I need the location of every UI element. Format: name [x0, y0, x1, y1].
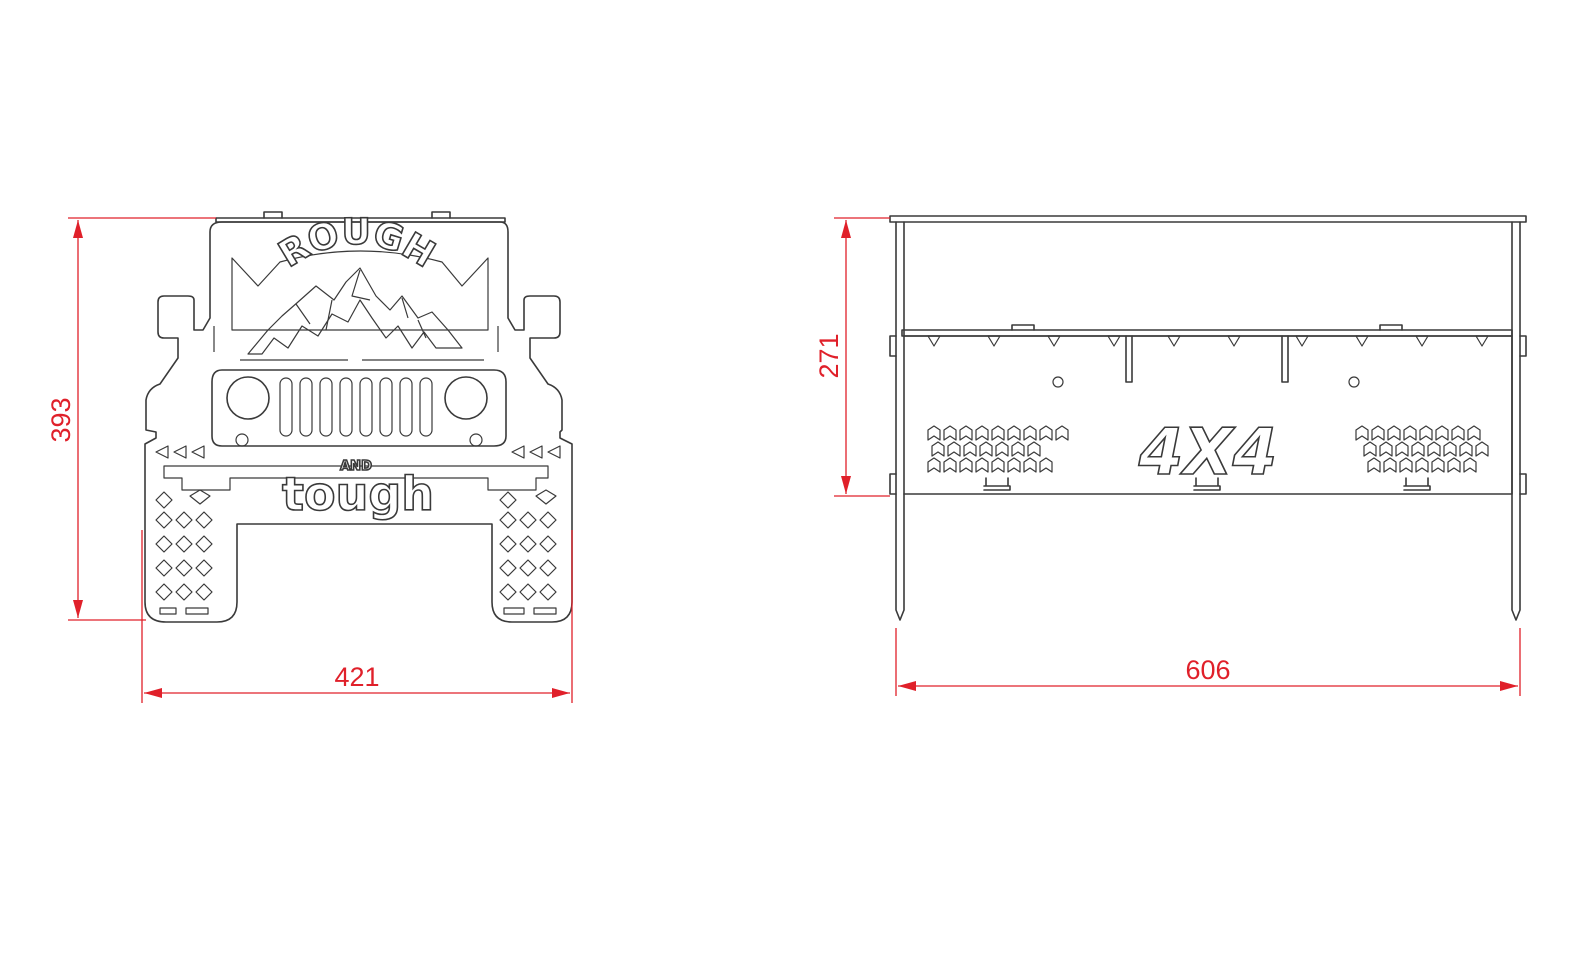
side-view: 4X4 — [889, 215, 1527, 621]
front-top-tabs — [263, 211, 451, 219]
tread-pattern-left — [927, 425, 1069, 473]
fog-light-left — [235, 433, 249, 447]
fire-box — [903, 335, 1513, 495]
front-height-label: 393 — [46, 397, 76, 442]
hole-right — [1348, 376, 1360, 388]
and-text: AND — [340, 459, 372, 474]
headlight-left — [226, 376, 270, 420]
headlight-right — [444, 376, 488, 420]
fog-light-right — [469, 433, 483, 447]
vent-triangles — [927, 335, 1489, 347]
side-width-label: 606 — [1185, 655, 1230, 685]
side-view-dimensions: 271 606 — [814, 217, 1521, 696]
side-height-label: 271 — [814, 333, 844, 378]
mountain-detail — [295, 269, 427, 339]
grille-frame — [211, 369, 507, 447]
leg-right — [1511, 221, 1521, 621]
4x4-emblem-text: 4X4 — [1138, 416, 1277, 490]
bottom-clips — [983, 477, 1431, 491]
front-view: ROUGH AND tough — [144, 211, 573, 623]
side-top-plate — [889, 215, 1527, 223]
fender-flare-left — [213, 326, 499, 352]
hole-left — [1052, 376, 1064, 388]
tough-text: tough — [282, 467, 434, 521]
tire-tread-right — [499, 445, 561, 615]
front-view-dimensions: 393 421 — [46, 217, 573, 703]
grill-plate — [901, 329, 1513, 337]
grille-slots — [279, 377, 433, 437]
front-top-plate — [215, 217, 506, 223]
leg-left — [895, 221, 905, 621]
side-clips — [889, 335, 1527, 495]
jeep-body-outline — [144, 221, 573, 623]
bumper — [163, 465, 549, 491]
tread-pattern-right — [1355, 425, 1489, 473]
mountain-range — [247, 267, 463, 355]
box-dividers — [1125, 335, 1289, 383]
front-width-label: 421 — [334, 662, 379, 692]
tire-tread-left — [155, 445, 213, 615]
grill-tabs — [1011, 324, 1403, 331]
windshield-frame — [231, 250, 489, 331]
